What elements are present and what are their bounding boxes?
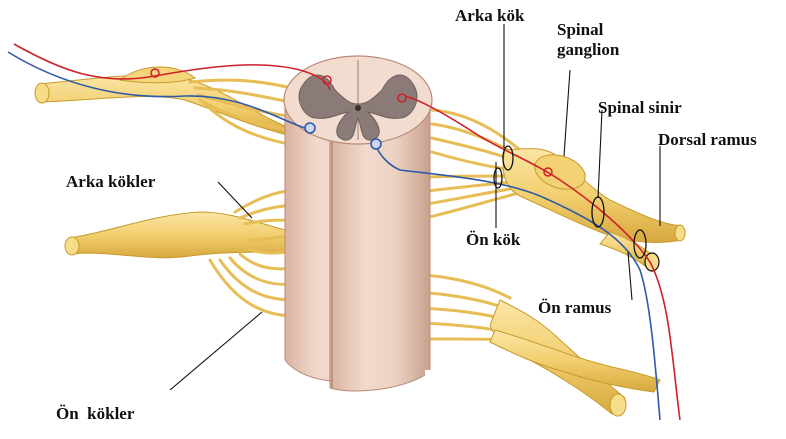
left-upper-spinal-nerve <box>35 67 300 138</box>
right-upper-spinal-nerve <box>503 148 685 271</box>
spinal-cord <box>284 56 432 391</box>
label-spinal-sinir: Spinal sinir <box>598 98 682 118</box>
label-on-kok: Ön kök <box>466 230 520 250</box>
label-arka-kok: Arka kök <box>455 6 524 26</box>
label-spinal-ganglion: Spinal ganglion <box>557 20 647 59</box>
label-dorsal-ramus: Dorsal ramus <box>658 130 757 150</box>
label-on-kokler: Ön kökler <box>56 404 134 424</box>
label-arka-kokler: Arka kökler <box>66 172 155 192</box>
label-on-ramus: Ön ramus <box>538 298 611 318</box>
label-mask <box>425 370 535 386</box>
